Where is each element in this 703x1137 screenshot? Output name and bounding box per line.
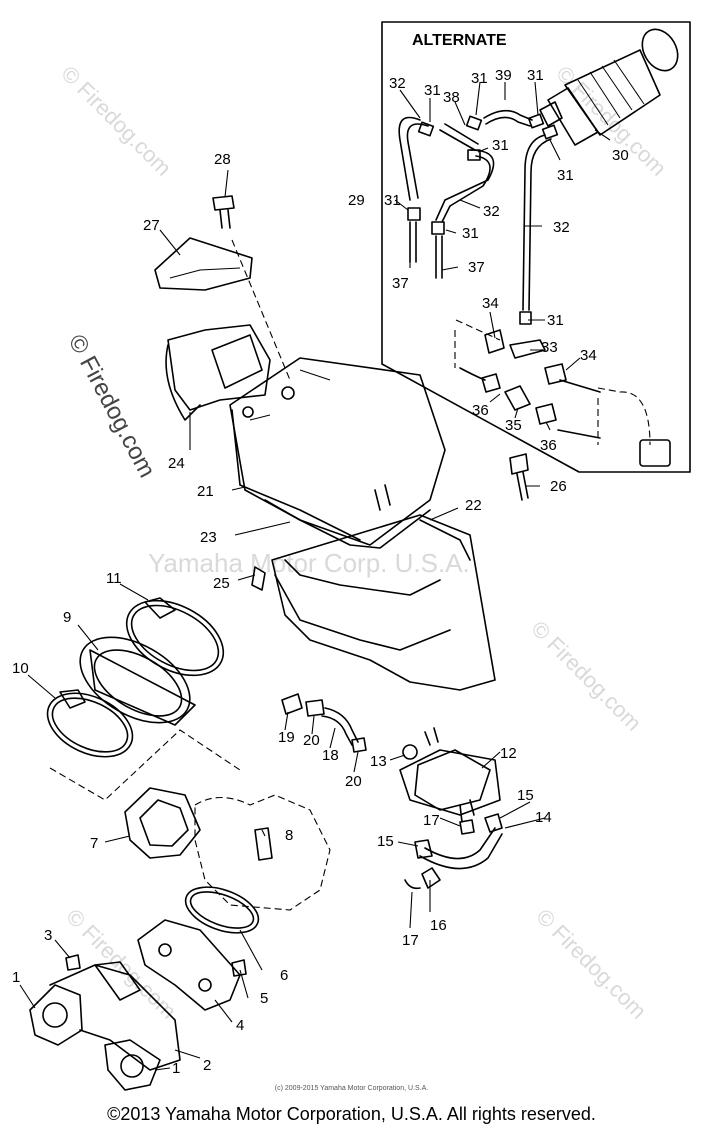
callout-31a: 31 [424,82,441,99]
callout-17b: 17 [402,932,419,949]
fuel-pump [399,727,501,823]
leader-lines [19,81,611,1071]
callout-34a: 34 [482,295,499,312]
callout-19: 19 [278,729,295,746]
callout-20a: 20 [303,732,320,749]
callout-12: 12 [500,745,517,762]
hose-clamps [46,597,241,801]
callout-39: 39 [495,67,512,84]
callout-14: 14 [535,809,552,826]
callout-23: 23 [200,529,217,546]
callout-31f: 31 [384,192,401,209]
callout-27: 27 [143,217,160,234]
callout-36b: 36 [540,437,557,454]
callout-16: 16 [430,917,447,934]
callout-37b: 37 [392,275,409,292]
callout-22: 22 [465,497,482,514]
callout-25: 25 [213,575,230,592]
air-box-lower [251,514,496,691]
callout-9: 9 [63,609,71,626]
callout-29: 29 [348,192,365,209]
footer-small-copyright: (c) 2009-2015 Yamaha Motor Corporation, … [274,1085,429,1092]
watermark-mid-left: © Firedog.com [63,330,161,482]
callout-21: 21 [197,483,214,500]
callout-31g: 31 [462,225,479,242]
callout-32b: 32 [483,203,500,220]
callout-4: 4 [236,1017,244,1034]
callout-24: 24 [168,455,185,472]
callout-36a: 36 [472,402,489,419]
callout-11: 11 [106,570,122,587]
footer-copyright: ©2013 Yamaha Motor Corporation, U.S.A. A… [107,1104,596,1124]
callout-31h: 31 [547,312,564,329]
callout-34b: 34 [580,347,597,364]
callout-18: 18 [322,747,339,764]
alternate-hoses [398,109,671,467]
watermark-center: Yamaha Motor Corp. U.S.A. [148,548,470,578]
callout-1b: 1 [172,1060,180,1077]
callout-10: 10 [12,660,29,677]
alternate-title: ALTERNATE [412,32,507,49]
callout-28: 28 [214,151,231,168]
callout-7: 7 [90,835,98,852]
air-box-upper [165,324,446,549]
callout-20b: 20 [345,773,362,790]
callout-33: 33 [541,339,558,356]
callout-15a: 15 [517,787,534,804]
callout-32a: 32 [389,75,406,92]
fuel-hose [404,813,503,890]
bolt-26 [509,453,529,501]
callout-38: 38 [443,89,460,106]
intake-manifold [29,886,260,1091]
watermark-bottom-right: © Firedog.com [531,904,651,1024]
callout-5: 5 [260,990,268,1007]
callout-31b: 31 [471,70,488,87]
bracket-and-bolt [154,195,291,381]
callout-31e: 31 [557,167,574,184]
watermark-top-left: © Firedog.com [56,61,176,181]
callout-1a: 1 [12,969,20,986]
callout-13: 13 [370,753,387,770]
callout-30: 30 [612,147,629,164]
callout-32c: 32 [553,219,570,236]
callout-37a: 37 [468,259,485,276]
callout-31c: 31 [527,67,544,84]
callout-26: 26 [550,478,567,495]
watermark-mid-right: © Firedog.com [526,616,646,736]
reed-valve [124,787,331,911]
callout-labels: 32 31 31 39 31 38 30 31 31 29 31 32 32 3… [12,67,629,1077]
callout-6: 6 [280,967,288,984]
callout-8: 8 [285,827,293,844]
callout-2: 2 [203,1057,211,1074]
fuel-fittings [281,693,367,753]
callout-35: 35 [505,417,522,434]
callout-15b: 15 [377,833,394,850]
alternate-box: ALTERNATE [381,21,691,473]
callout-31d: 31 [492,137,509,154]
callout-3: 3 [44,927,52,944]
callout-17a: 17 [423,812,440,829]
